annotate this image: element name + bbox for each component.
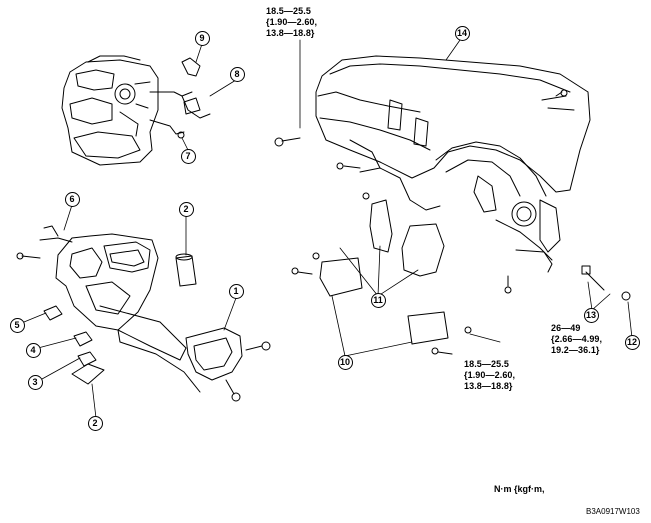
torque-spec-bottom-line-2: {1.90—2.60, <box>464 370 516 380</box>
callout-11: 11 <box>370 292 386 308</box>
callout-2-lower: 2 <box>87 415 103 431</box>
exploded-heater-parts <box>16 225 271 402</box>
callout-3: 3 <box>27 374 43 390</box>
units-legend: N·m {kgf·m, <box>494 484 545 494</box>
torque-spec-right-line-3: 19.2—36.1} <box>551 345 600 355</box>
torque-spec-top-line-2: {1.90—2.60, <box>266 17 318 27</box>
torque-spec-bottom: 18.5—25.5 {1.90—2.60, 13.8—18.8} <box>464 359 515 392</box>
callout-2: 2 <box>178 201 194 217</box>
callout-13: 13 <box>583 307 599 323</box>
torque-spec-right-line-2: {2.66—4.99, <box>551 334 603 344</box>
dashboard-assembly <box>315 55 591 261</box>
figure-code: B3A0917W103 <box>586 507 640 516</box>
torque-spec-top: 18.5—25.5 {1.90—2.60, 13.8—18.8} <box>266 6 317 39</box>
bolts <box>274 137 631 355</box>
mounting-brackets <box>319 199 553 345</box>
torque-spec-top-line-1: 18.5—25.5 <box>266 6 311 16</box>
torque-spec-right-line-1: 26—49 <box>551 323 581 333</box>
leader-lines <box>23 39 633 419</box>
torque-spec-bottom-line-3: 13.8—18.8} <box>464 381 513 391</box>
callout-14: 14 <box>454 25 470 41</box>
callout-4: 4 <box>25 342 41 358</box>
torque-spec-bottom-line-1: 18.5—25.5 <box>464 359 509 369</box>
callout-8: 8 <box>229 66 245 82</box>
heater-blower-assembly <box>61 55 211 166</box>
callout-12: 12 <box>624 334 640 350</box>
torque-spec-right: 26—49 {2.66—4.99, 19.2—36.1} <box>551 323 602 356</box>
torque-spec-top-line-3: 13.8—18.8} <box>266 28 315 38</box>
callout-10: 10 <box>337 354 353 370</box>
callout-1: 1 <box>228 283 244 299</box>
callout-9: 9 <box>194 30 210 46</box>
callout-7: 7 <box>180 148 196 164</box>
callout-6: 6 <box>64 191 80 207</box>
callout-5: 5 <box>9 317 25 333</box>
